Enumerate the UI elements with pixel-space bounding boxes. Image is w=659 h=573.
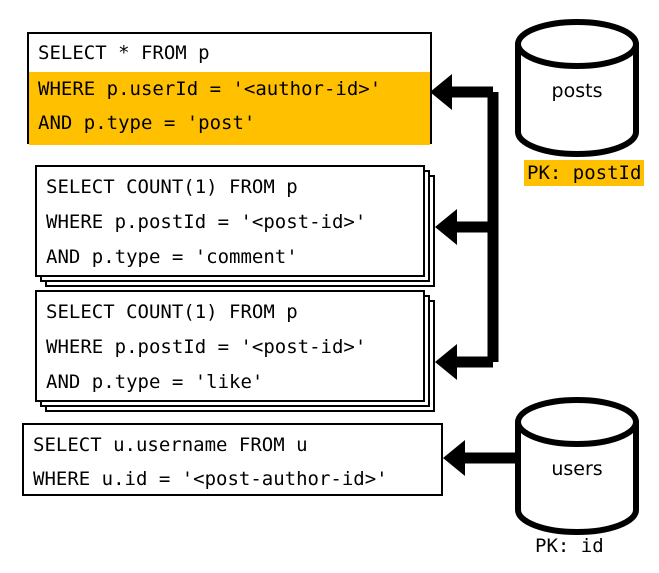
pk-label-posts: PK: postId	[524, 160, 645, 186]
query-box-username-lookup[interactable]: SELECT u.username FROM u WHERE u.id = '<…	[22, 423, 443, 496]
query-line: AND p.type = 'like'	[46, 371, 264, 393]
query-line: WHERE u.id = '<post-author-id>'	[33, 468, 388, 490]
connector-posts-to-queries	[430, 70, 510, 380]
arrowhead-query-3	[435, 344, 457, 380]
datastore-cylinder-users[interactable]: users	[513, 396, 641, 536]
datastore-label-users: users	[551, 458, 603, 480]
query-line: AND p.type = 'comment'	[46, 246, 298, 268]
query-line-highlighted: WHERE p.userId = '<author-id>'	[29, 72, 430, 107]
query-line-highlighted: AND p.type = 'post'	[29, 107, 430, 145]
connector-users-to-query-4	[443, 439, 521, 477]
query-box-posts-by-author[interactable]: SELECT * FROM p WHERE p.userId = '<autho…	[27, 32, 432, 145]
datastore-label-posts: posts	[551, 80, 603, 102]
arrowhead-query-4	[443, 440, 465, 476]
cylinder-shape	[515, 19, 639, 157]
pk-label-users: PK: id	[535, 535, 604, 557]
query-box-comment-count[interactable]: SELECT COUNT(1) FROM p WHERE p.postId = …	[35, 165, 425, 277]
query-line: WHERE p.postId = '<post-id>'	[46, 211, 367, 233]
arrowhead-query-2	[435, 209, 457, 245]
query-line: SELECT * FROM p	[38, 42, 210, 64]
query-line: SELECT COUNT(1) FROM p	[46, 301, 298, 323]
cylinder-shape	[515, 397, 639, 535]
query-line: SELECT COUNT(1) FROM p	[46, 176, 298, 198]
query-box-like-count[interactable]: SELECT COUNT(1) FROM p WHERE p.postId = …	[35, 290, 425, 402]
query-line: SELECT u.username FROM u	[33, 434, 308, 456]
query-line: WHERE p.postId = '<post-id>'	[46, 336, 367, 358]
arrowhead-query-1	[430, 74, 452, 110]
datastore-cylinder-posts[interactable]: posts	[513, 18, 641, 158]
